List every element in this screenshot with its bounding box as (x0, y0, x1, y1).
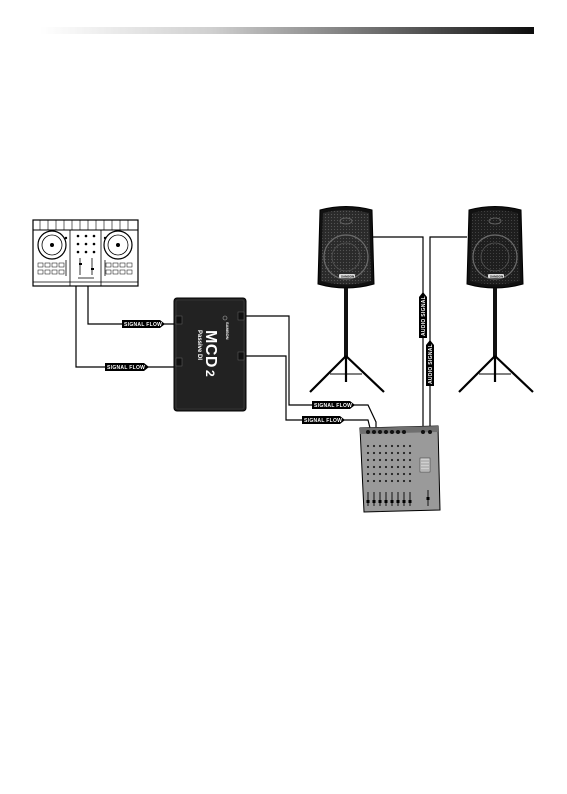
speaker-right-badge: SAMSON (490, 274, 503, 278)
signal-flow-arrow: SIGNAL FLOW (302, 416, 345, 424)
di-box-subtitle: Passive DI (196, 330, 202, 360)
di-box-brand: SAMSON (225, 322, 230, 340)
di-box-model-number: 2 (203, 370, 217, 377)
cable-controller-upper (88, 286, 176, 324)
signal-flow-arrow: SIGNAL FLOW (105, 363, 149, 371)
signal-flow-arrow: SIGNAL FLOW (312, 401, 355, 409)
signal-flow-arrow: SIGNAL FLOW (122, 320, 165, 328)
signal-flow-label: SIGNAL FLOW (304, 418, 342, 424)
speaker-right: SAMSON (459, 207, 533, 393)
signal-flow-label: SIGNAL FLOW (314, 403, 352, 409)
speaker-left: SAMSON (310, 207, 384, 393)
signal-flow-label: SIGNAL FLOW (107, 365, 145, 371)
cable-speaker-left (371, 237, 423, 428)
mixer (360, 426, 440, 512)
audio-signal-arrow: AUDIO SIGNAL (419, 292, 427, 338)
signal-flow-label: SIGNAL FLOW (124, 322, 162, 328)
audio-signal-arrow: AUDIO SIGNAL (426, 340, 434, 386)
audio-signal-label: AUDIO SIGNAL (428, 344, 434, 384)
audio-signal-label: AUDIO SIGNAL (421, 296, 427, 336)
cable-speaker-right (430, 237, 467, 428)
flow-arrows: SIGNAL FLOW SIGNAL FLOW SIGNAL FLOW SIGN… (105, 292, 434, 424)
di-box: MCD 2 Passive DI SAMSON (174, 298, 246, 411)
dj-controller (33, 220, 138, 286)
cable-di-upper (246, 316, 376, 428)
di-box-model: MCD (202, 330, 219, 368)
speaker-left-badge: SAMSON (341, 274, 354, 278)
